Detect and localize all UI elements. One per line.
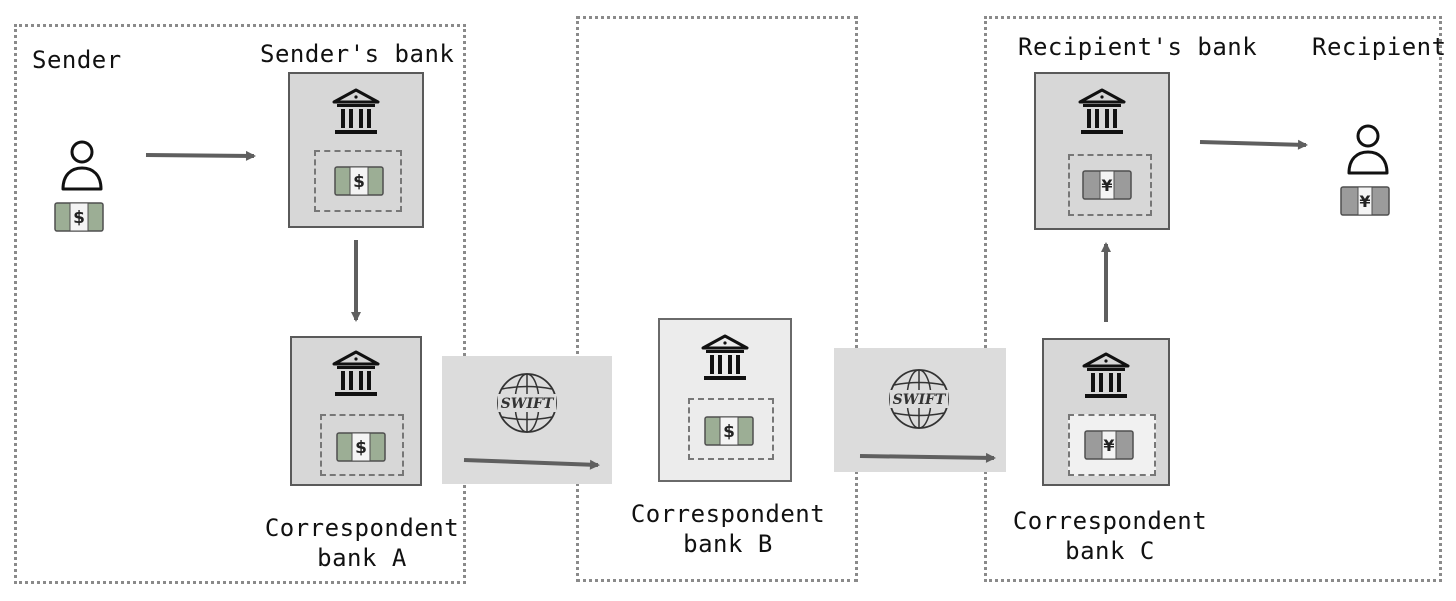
label-correspondent-bank-a-line1: Correspondent [264,514,460,542]
region-recipient [984,16,1442,582]
correspondent-bank-a-bill-currency: $ [355,438,367,458]
label-senders-bank: Sender's bank [260,40,455,68]
correspondent-bank-c-money-bill-icon: ¥ [1084,430,1134,460]
senders-bank-money-box [314,150,402,212]
swift-globe-icon: SWIFT [497,373,557,433]
correspondent-bank-c-card: ¥ [1042,338,1170,486]
label-correspondent-bank-c-line1: Correspondent [1012,507,1208,535]
recipients-bank-card: ¥ [1034,72,1170,230]
sender-person-icon [61,140,103,191]
sender-bill-currency: $ [73,208,85,228]
correspondent-bank-b-bill-currency: $ [723,422,735,442]
swift-logo-text: SWIFT [501,396,555,412]
label-sender: Sender [32,46,122,74]
senders-bank-money-bill-icon: $ [334,166,384,196]
arrow-icon [1199,139,1308,150]
label-correspondent-bank-b: Correspondent bank B [628,499,828,559]
correspondent-bank-a-money-bill-icon: $ [336,432,386,462]
arrow-icon [463,458,600,470]
correspondent-bank-b-card: $ [658,318,792,482]
region-sender [14,24,466,584]
sender-money-bill-icon: $ [54,202,104,232]
label-correspondent-bank-a-line2: bank A [317,544,407,572]
recipients-bank-icon [1078,88,1126,134]
label-correspondent-bank-b-line2: bank B [683,530,773,558]
region-intermediary [576,16,858,582]
label-recipients-bank: Recipient's bank [1018,33,1258,61]
recipient-person-icon [1347,124,1389,175]
recipients-bank-money-box [1068,154,1152,216]
recipient-bill-currency: ¥ [1359,192,1370,211]
label-correspondent-bank-c-line2: bank C [1065,537,1155,565]
recipients-bank-money-bill-icon: ¥ [1082,170,1132,200]
label-correspondent-bank-a: Correspondent bank A [264,513,460,573]
correspondent-bank-c-bill-currency: ¥ [1103,436,1114,455]
swift-transfer-box-2: SWIFT [834,348,1006,472]
swift-logo-text: SWIFT [893,392,947,408]
correspondent-bank-b-money-box [688,398,774,460]
correspondent-bank-a-icon [332,350,380,396]
correspondent-bank-b-money-bill-icon: $ [704,416,754,446]
correspondent-bank-b-icon [701,334,749,380]
recipients-bank-bill-currency: ¥ [1101,176,1112,195]
correspondent-bank-c-icon [1082,352,1130,398]
correspondent-bank-a-card: $ [290,336,422,486]
senders-bank-card: $ [288,72,424,228]
label-recipient: Recipient [1312,33,1447,61]
correspondent-bank-a-money-box [320,414,404,476]
senders-bank-bill-currency: $ [353,172,365,192]
label-correspondent-bank-b-line1: Correspondent [630,500,826,528]
arrow-icon [859,452,996,463]
senders-bank-icon [332,88,380,134]
swift-globe-icon: SWIFT [889,369,949,429]
arrow-icon [145,150,256,161]
label-correspondent-bank-c: Correspondent bank C [1010,506,1210,566]
recipient-money-bill-icon: ¥ [1340,186,1390,216]
